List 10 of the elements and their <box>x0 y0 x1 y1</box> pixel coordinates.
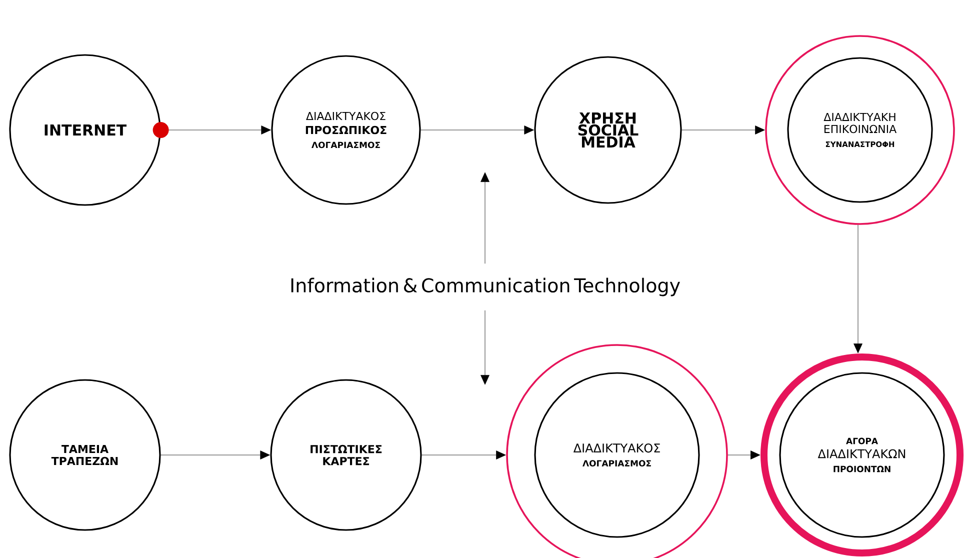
arrow <box>682 126 765 134</box>
arrow <box>480 310 490 385</box>
arrow <box>152 122 271 138</box>
arrow <box>422 450 506 460</box>
arrow <box>420 126 534 134</box>
heading-text: Information & Communication Technology <box>291 278 680 296</box>
arrow <box>854 224 862 354</box>
arrow <box>480 172 490 264</box>
arrow <box>728 450 760 460</box>
arrow <box>160 450 270 460</box>
